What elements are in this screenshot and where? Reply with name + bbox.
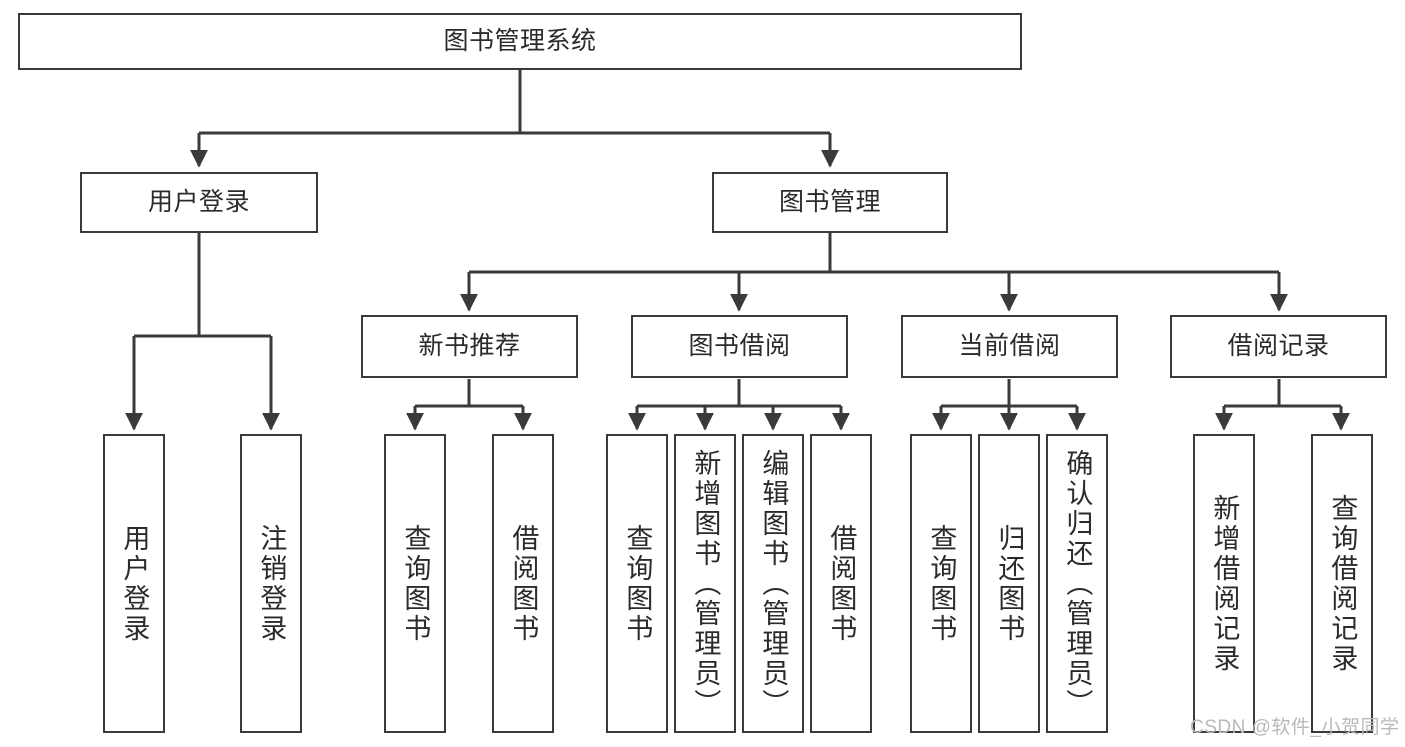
node-borrow-record[interactable]: 借阅记录 [1170,315,1387,378]
node-new-book-recommend[interactable]: 新书推荐 [361,315,578,378]
node-label: 借阅图书 [508,523,539,644]
leaf-recommend-borrow-book[interactable]: 借阅图书 [492,434,554,733]
node-label: 查询图书 [926,523,957,644]
node-label: 图书管理 [778,187,881,216]
node-label: 用户登录 [147,187,250,216]
leaf-borrow-borrow-book[interactable]: 借阅图书 [810,434,872,733]
leaf-record-query-record[interactable]: 查询借阅记录 [1311,434,1373,733]
node-label: 新增图书（管理员） [690,448,721,719]
leaf-current-confirm-return-admin[interactable]: 确认归还（管理员） [1046,434,1108,733]
node-root-system[interactable]: 图书管理系统 [18,13,1022,70]
leaf-recommend-query-book[interactable]: 查询图书 [384,434,446,733]
node-label: 图书管理系统 [443,26,597,55]
node-book-borrow[interactable]: 图书借阅 [631,315,848,378]
node-label: 借阅记录 [1227,331,1330,360]
leaf-current-query-book[interactable]: 查询图书 [910,434,972,733]
leaf-record-add-record[interactable]: 新增借阅记录 [1193,434,1255,733]
leaf-borrow-query-book[interactable]: 查询图书 [606,434,668,733]
node-label: 新增借阅记录 [1209,493,1240,674]
node-label: 图书借阅 [688,331,791,360]
leaf-borrow-edit-book-admin[interactable]: 编辑图书（管理员） [742,434,804,733]
node-label: 用户登录 [119,523,150,644]
csdn-watermark: CSDN @软件_小贺同学 [1190,717,1400,738]
node-label: 新书推荐 [418,331,521,360]
node-book-management[interactable]: 图书管理 [712,172,948,233]
leaf-user-login[interactable]: 用户登录 [103,434,165,733]
node-user-login[interactable]: 用户登录 [80,172,318,233]
node-label: 确认归还（管理员） [1062,448,1093,719]
node-current-borrow[interactable]: 当前借阅 [901,315,1118,378]
leaf-user-logout[interactable]: 注销登录 [240,434,302,733]
node-label: 查询图书 [622,523,653,644]
node-label: 编辑图书（管理员） [758,448,789,719]
node-label: 当前借阅 [958,331,1061,360]
node-label: 归还图书 [994,523,1025,644]
node-label: 注销登录 [256,523,287,644]
leaf-borrow-add-book-admin[interactable]: 新增图书（管理员） [674,434,736,733]
node-label: 查询图书 [400,523,431,644]
node-label: 借阅图书 [826,523,857,644]
leaf-current-return-book[interactable]: 归还图书 [978,434,1040,733]
node-label: 查询借阅记录 [1327,493,1358,674]
